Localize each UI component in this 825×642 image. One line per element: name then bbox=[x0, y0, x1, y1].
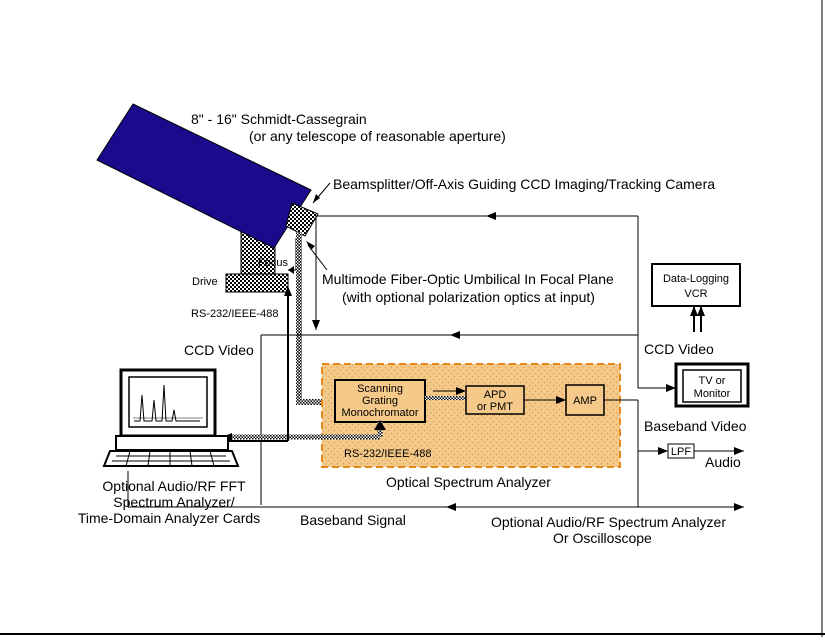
camera-arrow-1 bbox=[486, 212, 496, 220]
tv-label-1: TV or bbox=[699, 375, 726, 387]
computer-base bbox=[115, 435, 229, 451]
optical-spectrum-analyzer-label: Optical Spectrum Analyzer bbox=[386, 474, 551, 490]
telescope-drive-base bbox=[225, 273, 289, 293]
mono-label-2: Grating bbox=[362, 395, 398, 407]
camera-down-arrow bbox=[312, 320, 320, 330]
focus-arrow bbox=[288, 266, 294, 274]
oscilloscope-label-1: Optional Audio/RF Spectrum Analyzer bbox=[491, 514, 726, 530]
ccd-video-left: CCD Video bbox=[184, 342, 254, 358]
beamsplitter-camera bbox=[285, 202, 319, 237]
mono-label-3: Monochromator bbox=[341, 407, 418, 419]
audio-label: Audio bbox=[705, 454, 741, 470]
tv-monitor-screen bbox=[682, 369, 742, 403]
vcr-label-1: Data-Logging bbox=[663, 273, 729, 285]
pc-label-1: Optional Audio/RF FFT bbox=[102, 478, 246, 494]
lpf-label: LPF bbox=[671, 446, 691, 458]
fiber-sublabel: (with optional polarization optics at in… bbox=[342, 289, 595, 305]
amp-label: AMP bbox=[573, 395, 597, 407]
apd-label-2: or PMT bbox=[477, 401, 513, 413]
fiber-pointer-head bbox=[306, 241, 315, 250]
computer-keyboard bbox=[102, 450, 240, 467]
beamsplitter-pointer-head bbox=[313, 194, 320, 203]
apd-label-1: APD bbox=[484, 389, 507, 401]
ccd-video-right: CCD Video bbox=[644, 341, 714, 357]
pc-label-2: Spectrum Analyzer/ bbox=[113, 494, 234, 510]
vcr-label-2: VCR bbox=[684, 288, 707, 300]
computer-screen bbox=[128, 376, 208, 428]
rs232-top-label: RS-232/IEEE-488 bbox=[191, 308, 278, 320]
computer bbox=[102, 368, 240, 467]
baseband-video-label: Baseband Video bbox=[644, 418, 747, 434]
fiber-label: Multimode Fiber-Optic Umbilical In Focal… bbox=[322, 271, 614, 287]
mono-label-1: Scanning bbox=[357, 383, 403, 395]
vcr-box bbox=[651, 263, 741, 307]
focus-label: Focus bbox=[258, 257, 288, 269]
telescope-tube bbox=[96, 103, 312, 249]
rs232-bottom-label: RS-232/IEEE-488 bbox=[344, 448, 431, 460]
beamsplitter-label: Beamsplitter/Off-Axis Guiding CCD Imagin… bbox=[333, 176, 715, 192]
oscilloscope-label-2: Or Oscilloscope bbox=[553, 530, 652, 546]
baseband-signal-label: Baseband Signal bbox=[300, 512, 406, 528]
monochromator-box bbox=[334, 379, 426, 423]
drive-label: Drive bbox=[192, 276, 218, 288]
pc-label-3: Time-Domain Analyzer Cards bbox=[78, 510, 260, 526]
telescope-subtitle: (or any telescope of reasonable aperture… bbox=[249, 128, 506, 144]
telescope bbox=[96, 103, 319, 293]
telescope-title: 8" - 16" Schmidt-Cassegrain bbox=[191, 111, 367, 127]
ccd-video-arrow bbox=[450, 331, 460, 339]
spectrum-trace bbox=[134, 384, 200, 422]
tv-label-2: Monitor bbox=[694, 388, 731, 400]
